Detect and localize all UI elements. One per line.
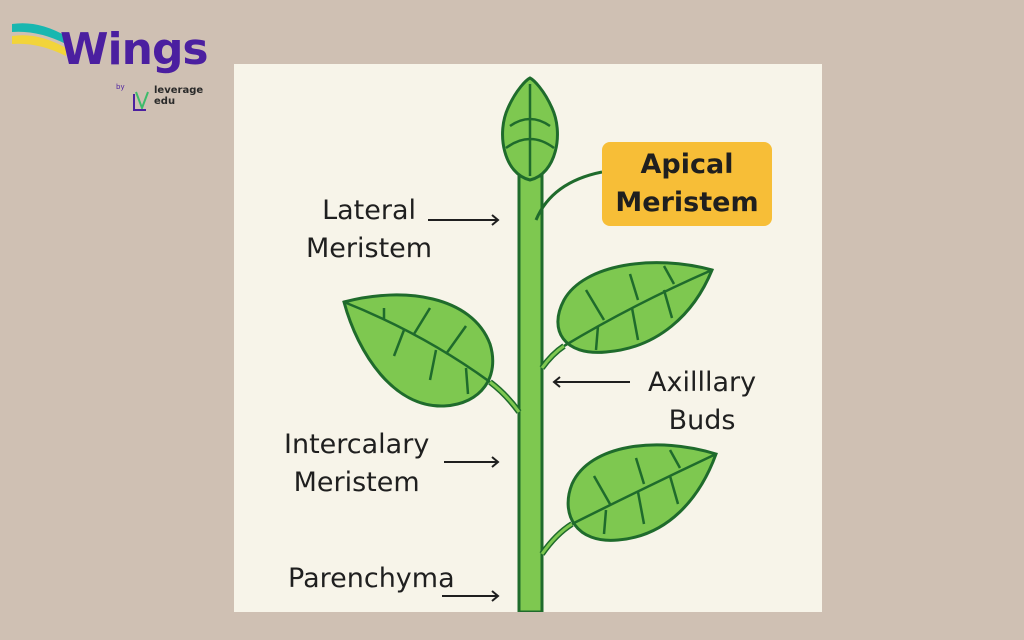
apical-meristem-label: Apical Meristem bbox=[602, 142, 772, 226]
partner-name-line2: edu bbox=[154, 96, 176, 107]
wings-swoosh-icon bbox=[12, 23, 149, 111]
lateral-arrow bbox=[428, 214, 500, 226]
left-leaf bbox=[342, 293, 495, 408]
apical-label-line1: Apical bbox=[640, 149, 734, 180]
parenchyma-label: Parenchyma bbox=[288, 563, 455, 594]
lateral-label-line1: Lateral bbox=[322, 195, 416, 226]
apical-label-line2: Meristem bbox=[615, 187, 759, 218]
plant-stem bbox=[517, 174, 544, 612]
intercalary-label-line2: Meristem bbox=[293, 467, 420, 498]
axillary-label-line2: Buds bbox=[668, 405, 736, 436]
axillary-buds-label: Axilllary Buds bbox=[648, 364, 756, 440]
lower-right-leaf bbox=[566, 443, 718, 542]
axillary-label-line1: Axilllary bbox=[648, 367, 757, 398]
label-arrows bbox=[428, 214, 630, 602]
lateral-meristem-label: Lateral Meristem bbox=[306, 192, 432, 268]
apical-connector bbox=[534, 170, 603, 221]
plant-diagram-panel: Apical Meristem Lateral Meristem Axillla… bbox=[234, 64, 822, 612]
lateral-label-line2: Meristem bbox=[306, 233, 433, 264]
intercalary-arrow bbox=[444, 456, 500, 468]
brand-name: Wings bbox=[60, 24, 209, 75]
wings-logo: Wings by leverage edu bbox=[8, 10, 209, 120]
plant-illustration bbox=[342, 76, 718, 612]
intercalary-meristem-label: Intercalary Meristem bbox=[284, 426, 429, 502]
brand-by: by bbox=[116, 83, 125, 91]
partner-name-line1: leverage bbox=[154, 85, 204, 96]
parenchyma-arrow bbox=[442, 590, 500, 602]
axillary-arrow bbox=[552, 376, 630, 388]
intercalary-label-line1: Intercalary bbox=[284, 429, 430, 460]
